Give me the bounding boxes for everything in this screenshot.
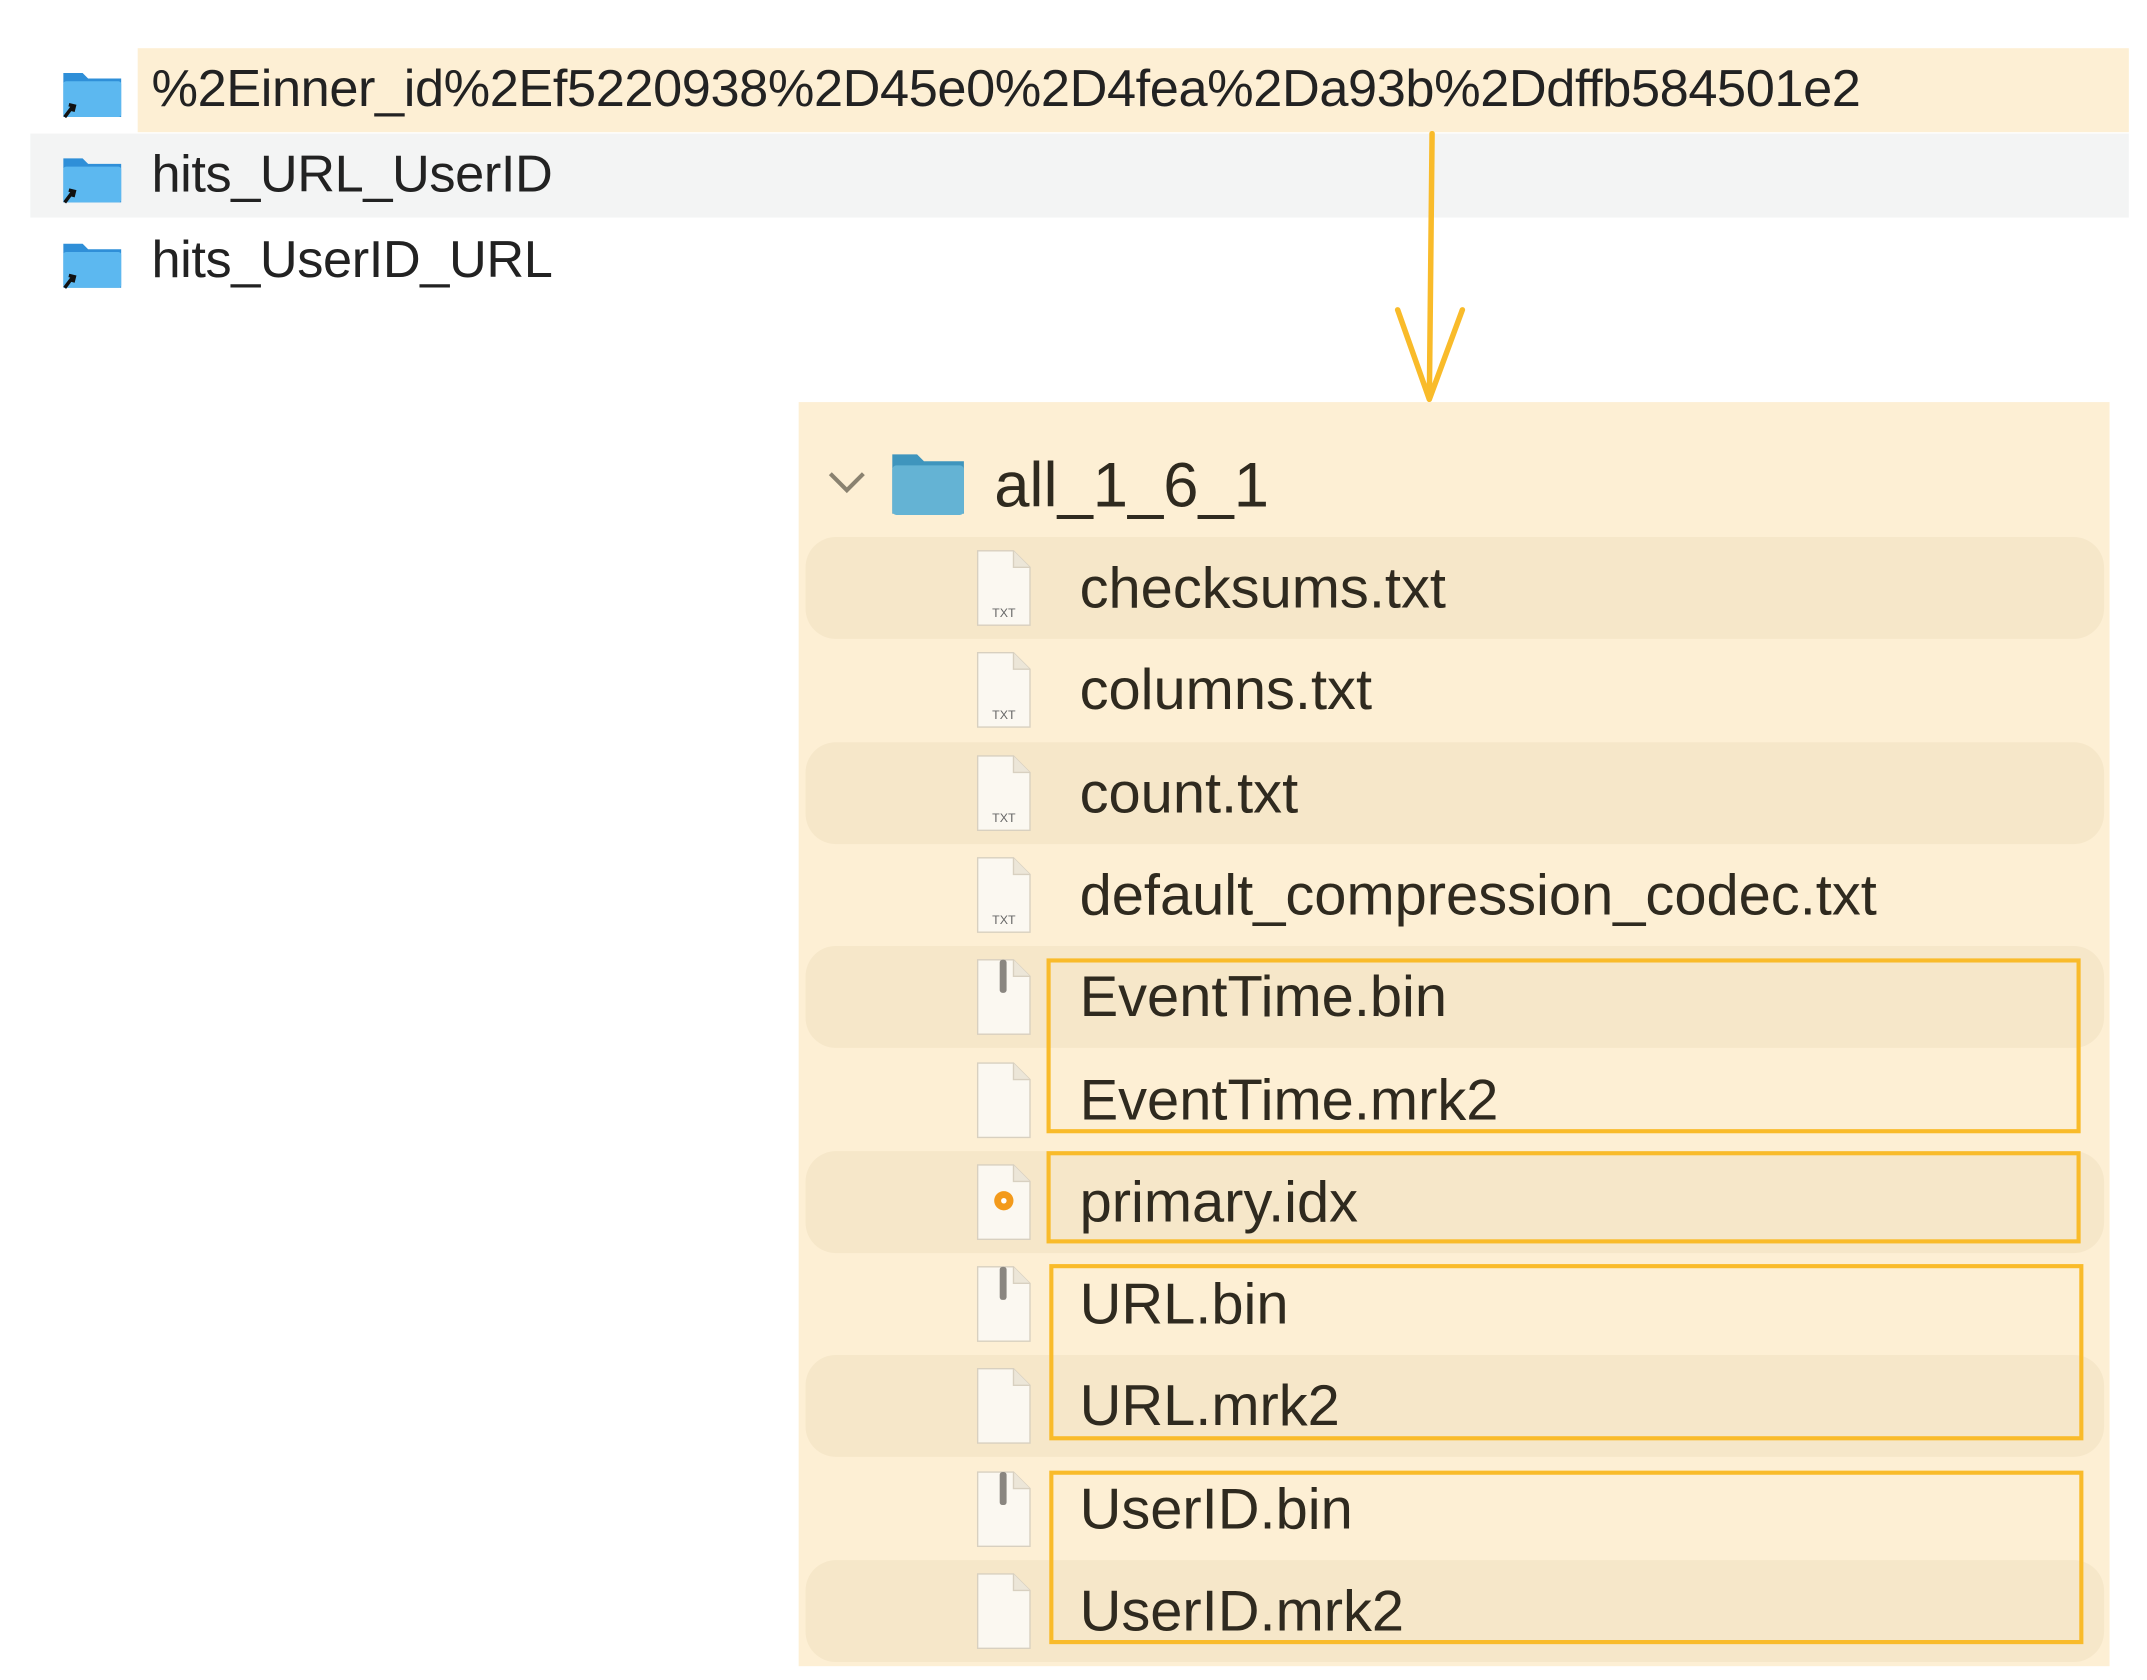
folder-alias-icon — [61, 61, 124, 119]
file-name: EventTime.mrk2 — [1079, 1066, 1499, 1132]
file-name: UserID.bin — [1079, 1475, 1353, 1541]
file-row[interactable]: URL.bin — [806, 1253, 2105, 1355]
file-row[interactable]: URL.mrk2 — [805, 1355, 2105, 1458]
blank-file-icon — [972, 1060, 1035, 1140]
file-name: count.txt — [1079, 759, 1299, 825]
binary-file-icon — [972, 957, 1035, 1037]
folder-name: %2Einner_id%2Ef5220938%2D45e0%2D4fea%2Da… — [151, 60, 1861, 119]
txt-file-icon: TXT — [972, 855, 1035, 935]
file-row[interactable]: EventTime.mrk2 — [806, 1049, 2105, 1151]
file-name: EventTime.bin — [1079, 964, 1448, 1029]
file-name: default_compression_codec.txt — [1079, 861, 1877, 927]
highlight-box-url — [1049, 1264, 2084, 1441]
highlight-box-eventtime — [1046, 958, 2081, 1134]
txt-file-icon: TXT — [972, 650, 1035, 730]
row-highlight — [137, 48, 2129, 133]
blank-file-icon — [972, 1571, 1035, 1651]
txt-file-icon: TXT — [972, 548, 1035, 628]
svg-text:TXT: TXT — [992, 913, 1016, 927]
file-row[interactable]: UserID.mrk2 — [805, 1560, 2105, 1663]
list-item-inner-id-folder[interactable]: %2Einner_id%2Ef5220938%2D45e0%2D4fea%2Da… — [30, 48, 2129, 133]
file-name: URL.bin — [1079, 1271, 1289, 1336]
folder-row-all-1-6-1[interactable]: all_1_6_1 — [799, 441, 2093, 529]
highlight-box-userid — [1049, 1470, 2084, 1645]
file-row[interactable]: EventTime.bin — [805, 946, 2105, 1049]
svg-text:TXT: TXT — [992, 708, 1016, 722]
folder-name: hits_URL_UserID — [151, 145, 553, 204]
file-name: primary.idx — [1079, 1168, 1359, 1234]
file-row[interactable]: TXT default_compression_codec.txt — [806, 844, 2105, 946]
highlight-box-primary — [1046, 1151, 2081, 1244]
folder-name: hits_UserID_URL — [151, 231, 553, 290]
arrow-down-icon — [1394, 130, 1466, 403]
svg-text:TXT: TXT — [992, 606, 1016, 620]
file-row[interactable]: TXT count.txt — [805, 741, 2105, 844]
file-row[interactable]: UserID.bin — [806, 1458, 2105, 1560]
blank-file-icon — [972, 1367, 1035, 1447]
file-row[interactable]: TXT checksums.txt — [805, 537, 2105, 639]
file-row[interactable]: TXT columns.txt — [806, 639, 2105, 741]
folder-name: all_1_6_1 — [994, 448, 1269, 521]
media-file-icon — [972, 1162, 1035, 1242]
file-name: UserID.mrk2 — [1079, 1578, 1405, 1643]
binary-file-icon — [972, 1469, 1035, 1549]
file-name: columns.txt — [1079, 657, 1373, 722]
file-row[interactable]: primary.idx — [805, 1150, 2105, 1253]
chevron-down-icon[interactable] — [826, 468, 867, 496]
binary-file-icon — [972, 1264, 1035, 1344]
svg-text:TXT: TXT — [992, 811, 1016, 825]
folder-alias-icon — [61, 147, 124, 205]
list-item-hits-url-userid[interactable]: hits_URL_UserID — [30, 133, 2129, 218]
txt-file-icon: TXT — [972, 753, 1035, 833]
list-item-hits-userid-url[interactable]: hits_UserID_URL — [30, 219, 2129, 303]
folder-icon — [892, 454, 964, 515]
folder-alias-icon — [61, 232, 124, 290]
file-name: checksums.txt — [1079, 554, 1446, 620]
file-name: URL.mrk2 — [1079, 1373, 1340, 1439]
